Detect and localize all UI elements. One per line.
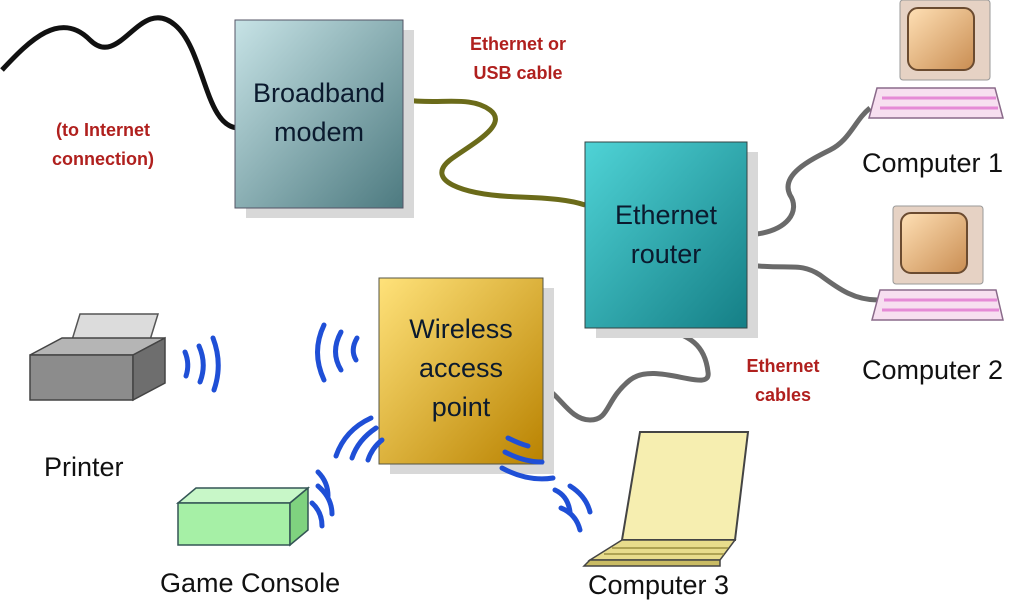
internet-connection-annotation: (to Internet connection): [38, 116, 168, 174]
internet-annotation-line1: (to Internet: [56, 120, 150, 140]
computer-3-icon: [582, 431, 750, 567]
game-console-icon: [175, 486, 311, 547]
printer-label: Printer: [44, 452, 124, 482]
usb-annotation-line1: Ethernet or: [469, 34, 566, 54]
wap-label-line2: access: [418, 353, 504, 384]
broadband-modem: [234, 19, 414, 218]
usb-annotation-line2: USB cable: [473, 62, 563, 83]
computer-2-icon: [871, 205, 1004, 321]
modem-label-line1: Broadband: [252, 78, 386, 108]
ethernet-cable-computer2: [747, 262, 879, 303]
internet-cable: [0, 15, 241, 131]
wap-label-line1: Wireless: [409, 314, 513, 344]
wireless-signal-wap-lower-right: [499, 435, 556, 482]
wireless-signal-wap-left: [315, 322, 360, 383]
computer-1-label: Computer 1: [862, 148, 1004, 178]
wireless-signal-wap-lower-left: [333, 415, 385, 463]
modem-label: Broadband modem: [235, 74, 403, 152]
ethernet-cables-annotation: Ethernet cables: [732, 352, 834, 410]
computer-3-label: Computer 3: [588, 570, 730, 600]
ethernet-annotation-line2: cables: [754, 384, 812, 405]
computer-1-icon: [868, 0, 1004, 119]
router-label-line2: router: [630, 239, 702, 270]
ethernet-router: [584, 141, 758, 338]
router-label: Ethernet router: [585, 196, 747, 274]
game-console-label: Game Console: [160, 568, 341, 598]
usb-cable-annotation: Ethernet or USB cable: [452, 30, 584, 88]
wap-label: Wireless access point: [379, 310, 543, 427]
modem-label-line2: modem: [273, 117, 365, 148]
ethernet-cable-wap: [543, 325, 711, 423]
ethernet-annotation-line1: Ethernet: [746, 356, 820, 376]
wireless-signal-console: [309, 469, 335, 529]
printer-icon: [29, 313, 166, 402]
router-label-line1: Ethernet: [614, 200, 718, 230]
wireless-signal-laptop: [552, 483, 593, 533]
computer-2-label: Computer 2: [862, 355, 1004, 385]
ethernet-cable-computer1: [747, 106, 872, 238]
wireless-signal-printer: [182, 335, 221, 393]
wap-label-line3: point: [431, 392, 491, 423]
wireless-access-point: [378, 277, 554, 474]
usb-cable: [404, 97, 586, 208]
internet-annotation-line2: connection): [52, 148, 154, 169]
